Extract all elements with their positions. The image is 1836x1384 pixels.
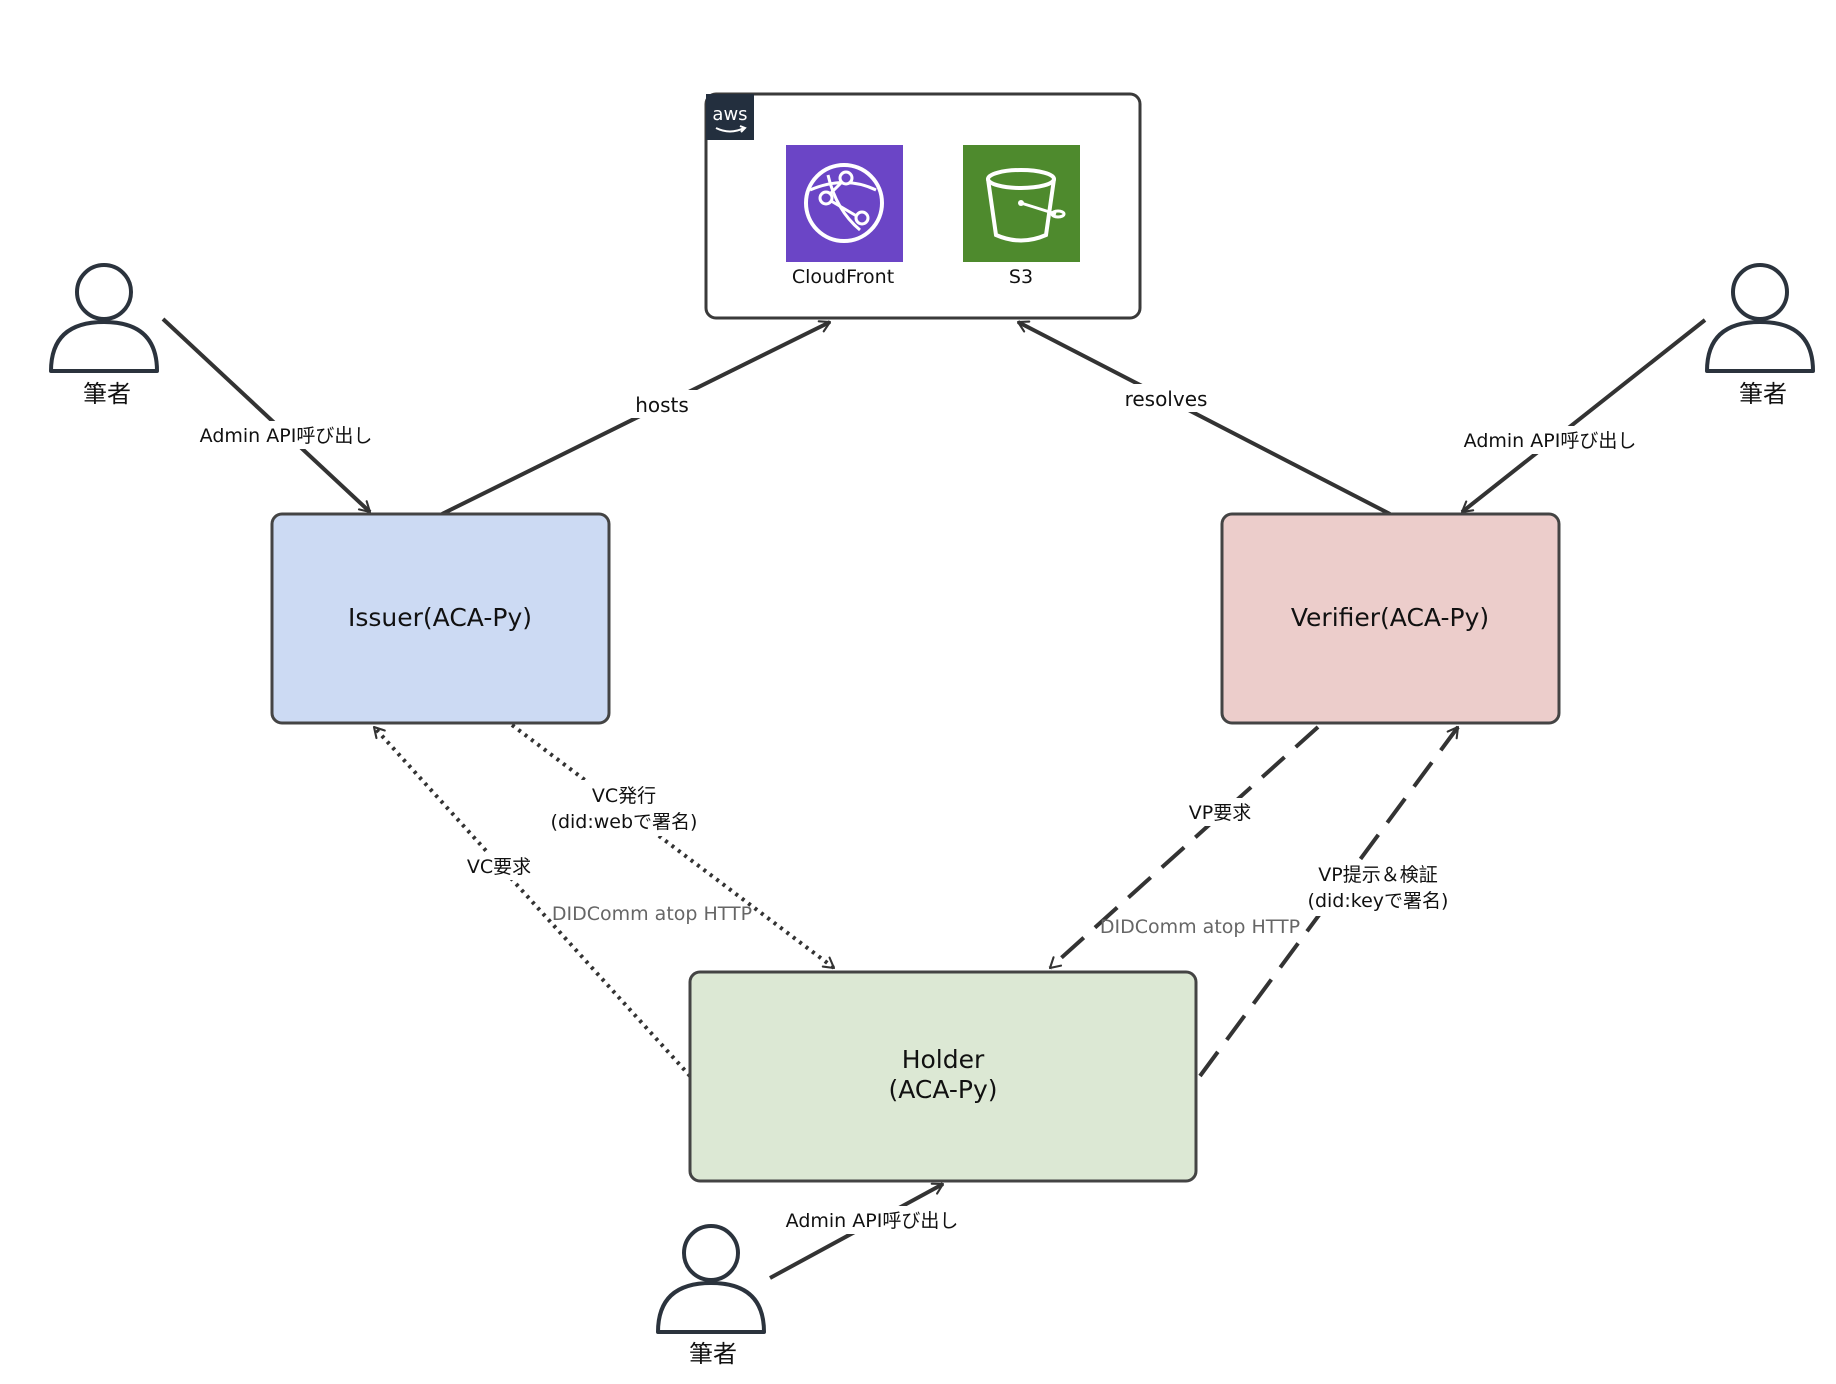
cloudfront-label: CloudFront: [792, 266, 894, 288]
vp-present-label-line1: VP提示＆検証: [1318, 864, 1437, 886]
admin-api-verifier-label: Admin API呼び出し: [1464, 430, 1637, 452]
holder-label-line1: Holder: [902, 1045, 985, 1074]
vc-request-edge: [372, 725, 692, 1078]
person-icon: [49, 263, 159, 373]
issuer-label: Issuer(ACA-Py): [348, 603, 532, 632]
holder-author-label: 筆者: [689, 1340, 737, 1368]
verifier-author-label: 筆者: [1739, 380, 1787, 408]
vp-request-edge: [1048, 725, 1320, 970]
vc-request-label: VC要求: [467, 856, 531, 878]
cloudfront-icon: [786, 145, 903, 262]
person-icon: [656, 1224, 766, 1334]
person-icon: [1705, 263, 1815, 373]
vc-issue-label-line1: VC発行: [592, 785, 656, 807]
verifier-node[interactable]: [1220, 512, 1561, 725]
svg-text:aws: aws: [712, 104, 747, 125]
admin-api-issuer-edge: [161, 317, 372, 514]
admin-api-verifier-edge: [1460, 318, 1707, 514]
didcomm-right-label: DIDComm atop HTTP: [1100, 916, 1300, 938]
resolves-edge: [1016, 320, 1391, 516]
vc-issue-edge: [510, 723, 836, 970]
didcomm-left-label: DIDComm atop HTTP: [552, 903, 752, 925]
admin-api-issuer-label: Admin API呼び出し: [200, 425, 373, 447]
s3-bucket-icon: [963, 145, 1080, 262]
hosts-label: hosts: [635, 393, 689, 417]
aws-logo-icon: aws: [706, 94, 754, 140]
aws-group: aws CloudFront S3: [704, 92, 1142, 320]
s3-label: S3: [1009, 266, 1033, 288]
vp-request-label: VP要求: [1189, 802, 1251, 824]
verifier-label: Verifier(ACA-Py): [1291, 603, 1489, 632]
issuer-author-label: 筆者: [83, 380, 131, 408]
vp-present-label-line2: (did:keyで署名): [1308, 890, 1449, 912]
admin-api-holder-label: Admin API呼び出し: [786, 1210, 959, 1232]
holder-node[interactable]: [688, 970, 1198, 1183]
issuer-node[interactable]: [270, 512, 611, 725]
holder-label-line2: (ACA-Py): [888, 1075, 997, 1104]
resolves-label: resolves: [1125, 387, 1208, 411]
vc-issue-label-line2: (did:webで署名): [551, 811, 698, 833]
vp-present-edge: [1198, 725, 1460, 1078]
